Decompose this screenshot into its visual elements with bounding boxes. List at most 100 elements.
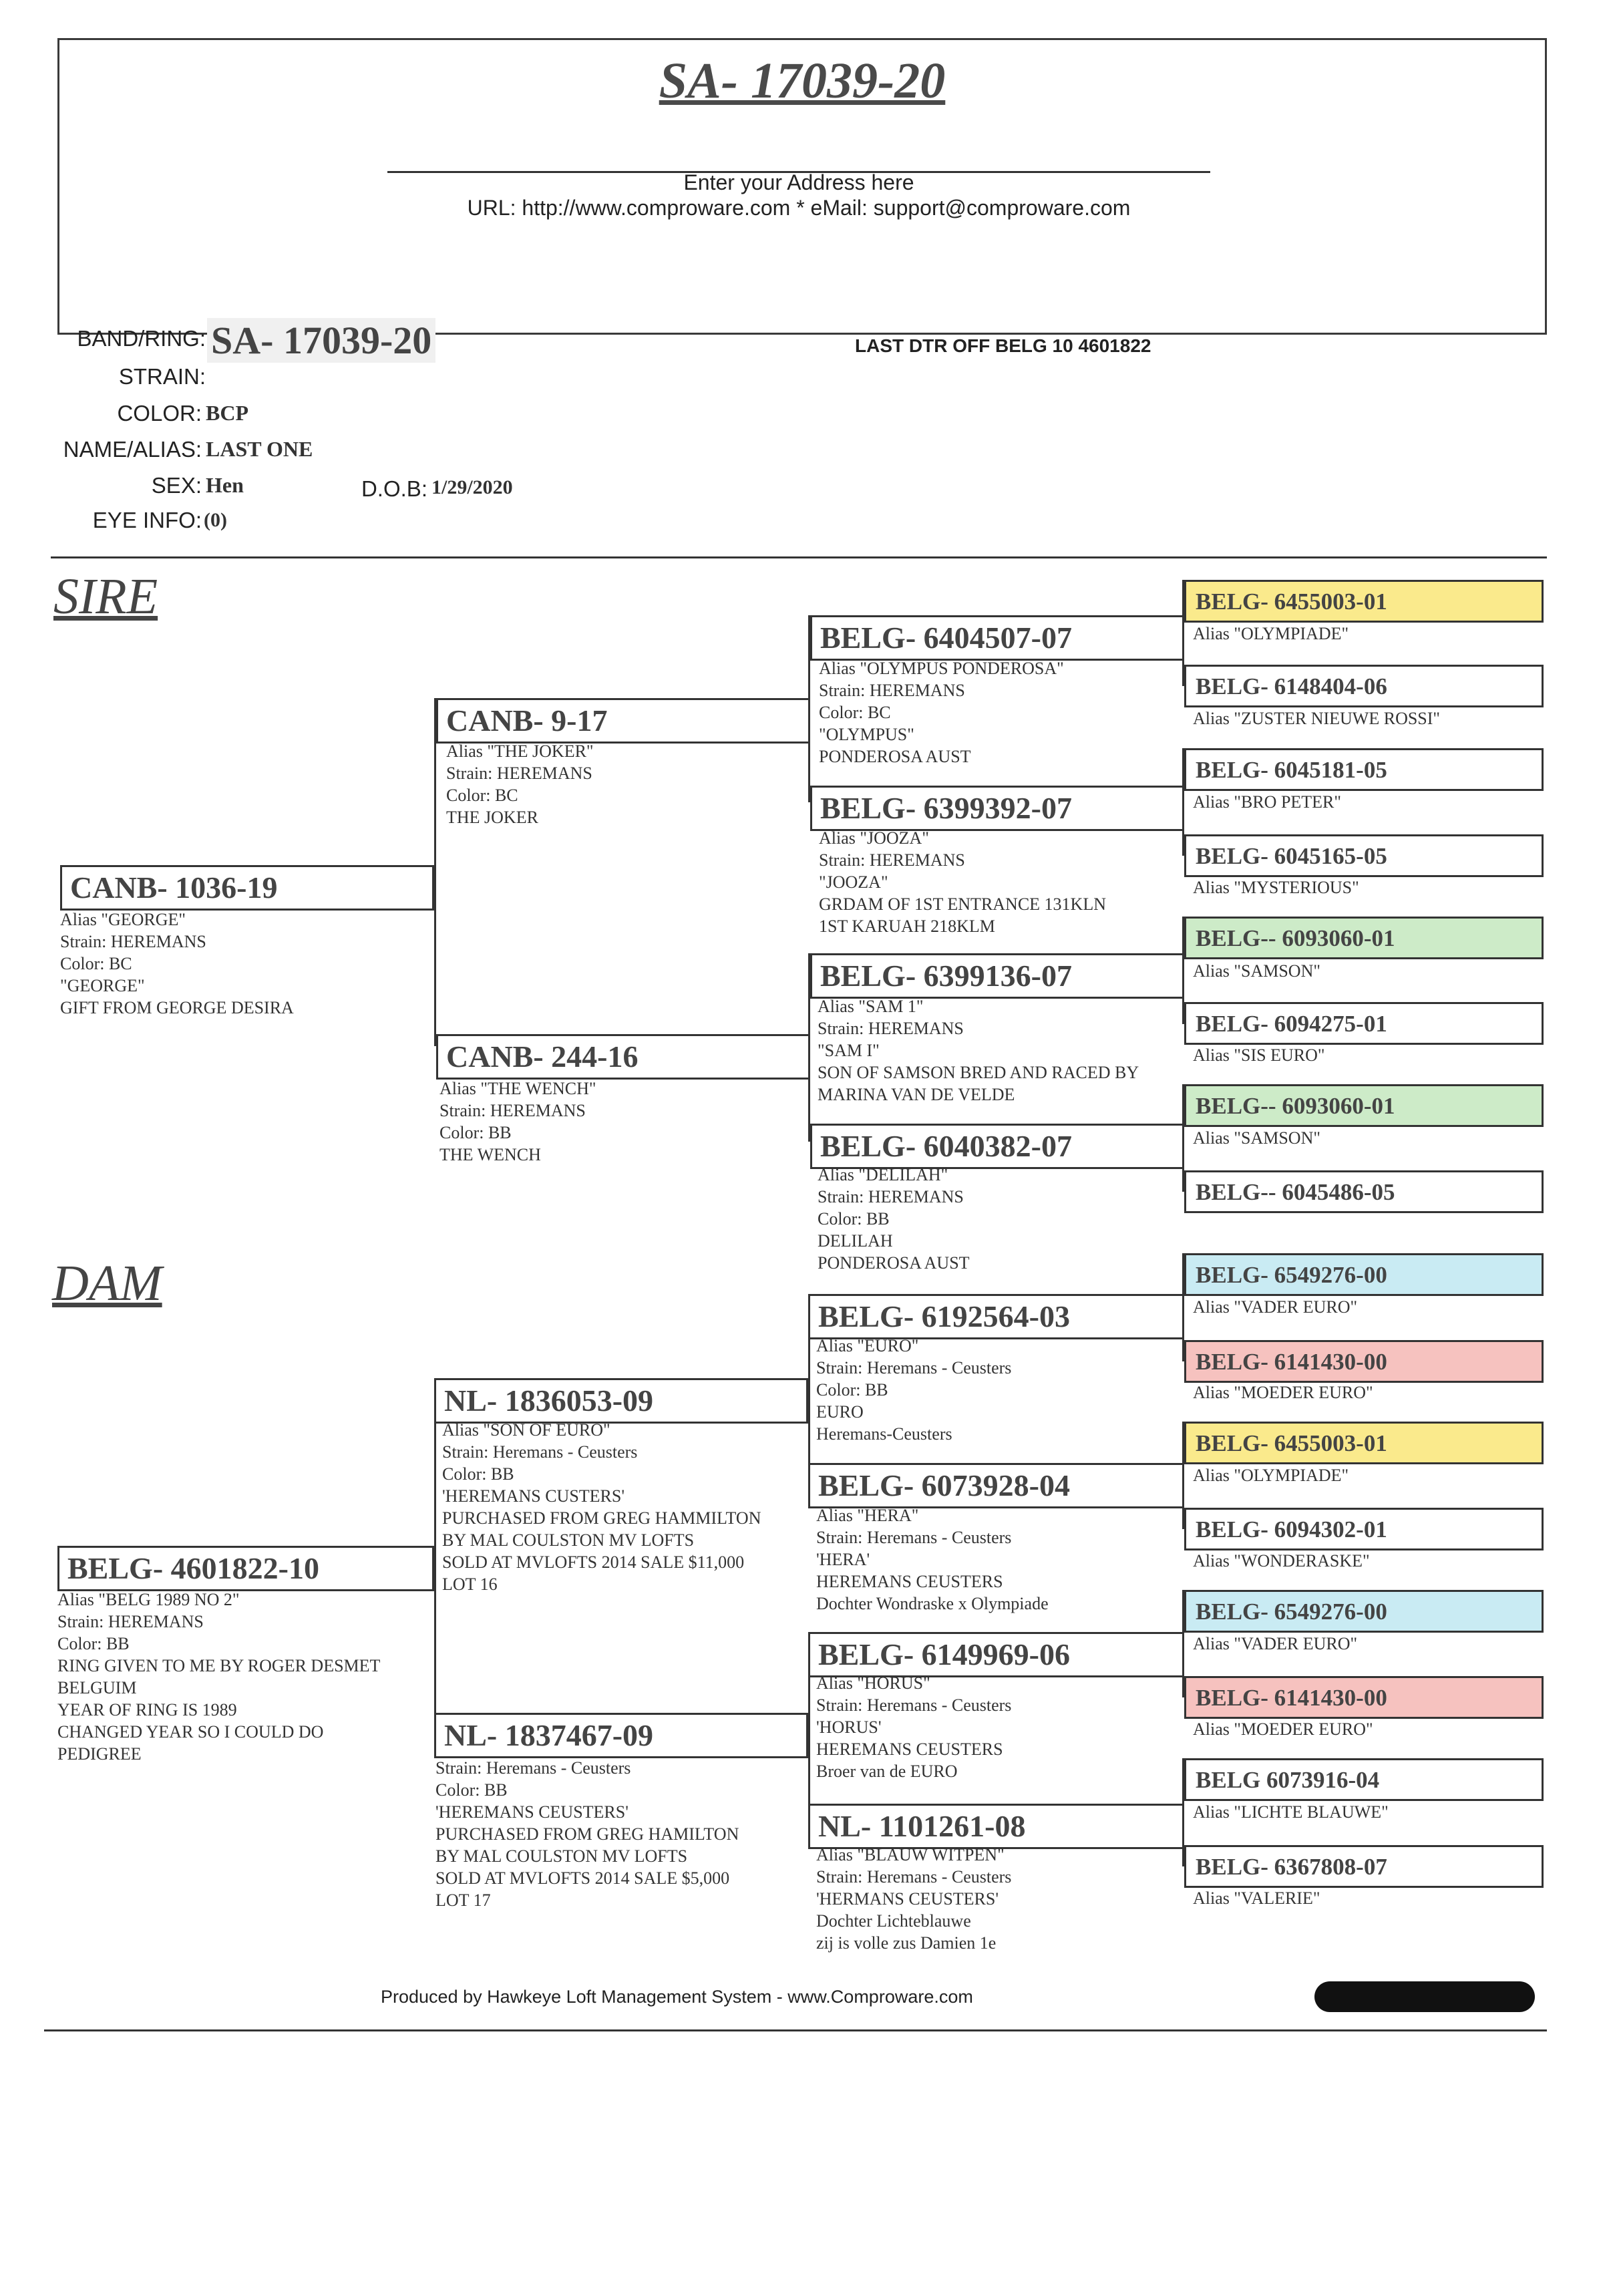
gen3-info-line: "OLYMPUS" [819, 725, 914, 744]
gen4-alias: Alias "OLYMPIADE" [1193, 1466, 1349, 1485]
connector [1182, 1422, 1184, 1529]
gen2-info-line: LOT 16 [442, 1575, 498, 1594]
gen2-info-line: PURCHASED FROM GREG HAMILTON [435, 1824, 739, 1844]
gen4-alias: Alias "BRO PETER" [1193, 792, 1342, 812]
sire-ring-box: CANB- 1036-19 [60, 865, 434, 911]
dam-info-line: Strain: HEREMANS [57, 1612, 204, 1631]
gen2-ring-box: NL- 1836053-09 [434, 1378, 808, 1424]
footer-text: Produced by Hawkeye Loft Management Syst… [381, 1987, 973, 2007]
name-label: NAME/ALIAS: [63, 437, 202, 462]
gen3-info-line: Strain: Heremans - Ceusters [816, 1528, 1012, 1547]
connector [1182, 1253, 1184, 1361]
gen3-info-line: Strain: HEREMANS [818, 1019, 964, 1038]
gen3-info-line: SON OF SAMSON BRED AND RACED BY [818, 1063, 1139, 1082]
gen4-alias: Alias "ZUSTER NIEUWE ROSSI" [1193, 709, 1441, 728]
gen3-info-line: Alias "OLYMPUS PONDEROSA" [819, 659, 1064, 678]
gen4-ring: BELG- 6549276-00 [1196, 1261, 1387, 1288]
gen2-ring: NL- 1836053-09 [444, 1383, 654, 1418]
connector [1182, 1084, 1184, 1192]
connector [808, 1632, 810, 1826]
gen4-alias: Alias "VALERIE" [1193, 1889, 1320, 1908]
page-title: SA- 17039-20 [659, 53, 946, 109]
connector [1182, 748, 1184, 856]
gen2-info-line: BY MAL COULSTON MV LOFTS [442, 1530, 695, 1550]
gen4-ring-box: BELG- 6148404-06 [1184, 665, 1544, 707]
gen3-ring: BELG- 6073928-04 [818, 1468, 1070, 1502]
gen3-info-line: Color: BB [818, 1209, 890, 1228]
gen3-info: Alias "HERA" Strain: Heremans - Ceusters… [816, 1504, 1049, 1615]
connector [1182, 580, 1184, 686]
gen3-info: Alias "EURO" Strain: Heremans - Ceusters… [816, 1335, 1011, 1445]
gen3-ring-box: BELG- 6404507-07 [810, 615, 1184, 661]
gen3-info-line: Alias "HERA" [816, 1506, 919, 1525]
dam-info-line: CHANGED YEAR SO I COULD DO [57, 1722, 324, 1742]
gen3-info-line: Dochter Wondraske x Olympiade [816, 1594, 1049, 1613]
gen4-ring: BELG- 6094302-01 [1196, 1516, 1387, 1542]
gen2-ring: CANB- 9-17 [446, 703, 608, 737]
band-label: BAND/RING: [77, 326, 206, 351]
gen4-ring: BELG 6073916-04 [1196, 1766, 1380, 1793]
gen3-info-line: Strain: Heremans - Ceusters [816, 1358, 1012, 1377]
sire-label: SIRE [53, 568, 158, 625]
connector [434, 698, 436, 1046]
gen2-info-line: Color: BB [442, 1464, 514, 1484]
gen4-ring: BELG- 6141430-00 [1196, 1348, 1387, 1375]
gen4-alias: Alias "SAMSON" [1193, 961, 1320, 981]
gen3-info-line: MARINA VAN DE VELDE [818, 1085, 1015, 1104]
gen3-info-line: Alias "JOOZA" [819, 828, 929, 848]
gen4-ring: BELG- 6455003-01 [1196, 1430, 1387, 1456]
gen4-ring-box: BELG 6073916-04 [1184, 1758, 1544, 1801]
gen3-info-line: Strain: Heremans - Ceusters [816, 1695, 1012, 1715]
gen3-info-line: HEREMANS CEUSTERS [816, 1740, 1003, 1759]
gen3-info-line: 'HERMANS CEUSTERS' [816, 1889, 999, 1909]
gen4-ring: BELG- 6094275-01 [1196, 1010, 1387, 1037]
gen3-info-line: Strain: Heremans - Ceusters [816, 1867, 1012, 1887]
gen4-ring-box: BELG- 6045181-05 [1184, 748, 1544, 791]
gen3-ring: BELG- 6192564-03 [818, 1299, 1070, 1333]
dam-ring: BELG- 4601822-10 [67, 1551, 319, 1585]
gen3-info-line: Broer van de EURO [816, 1762, 958, 1781]
sire-info-line: "GEORGE" [60, 976, 145, 995]
eye-label: EYE INFO: [92, 508, 202, 532]
gen2-info: Alias "THE WENCH" Strain: HEREMANS Color… [439, 1078, 596, 1166]
gen3-info-line: Strain: HEREMANS [819, 681, 965, 700]
gen2-info-line: SOLD AT MVLOFTS 2014 SALE $11,000 [442, 1552, 745, 1572]
gen4-alias: Alias "VADER EURO" [1193, 1297, 1358, 1317]
gen3-info: Alias "SAM 1" Strain: HEREMANS "SAM I" S… [818, 995, 1139, 1106]
gen3-info-line: Strain: HEREMANS [818, 1187, 964, 1206]
gen3-info-line: PONDEROSA AUST [818, 1253, 970, 1273]
dam-info-line: PEDIGREE [57, 1744, 142, 1764]
pedigree-top-rule [51, 556, 1547, 558]
gen3-info-line: Color: BB [816, 1380, 888, 1400]
dob-value: 1/29/2020 [431, 476, 513, 498]
gen3-info-line: DELILAH [818, 1231, 893, 1251]
redacted-mark [1314, 1981, 1535, 2012]
gen4-ring: BELG- 6549276-00 [1196, 1598, 1387, 1625]
sire-info-line: Color: BC [60, 954, 132, 973]
gen4-ring-box: BELG-- 6045486-05 [1184, 1170, 1544, 1213]
gen4-ring: BELG- 6455003-01 [1196, 588, 1387, 615]
gen3-info-line: 'HERA' [816, 1550, 870, 1569]
gen2-info-line: THE WENCH [439, 1145, 541, 1164]
gen3-info-line: Dochter Lichteblauwe [816, 1911, 971, 1931]
gen3-info-line: Alias "BLAUW WITPEN" [816, 1845, 1005, 1864]
gen2-info-line: Alias "SON OF EURO" [442, 1420, 610, 1440]
gen4-alias: Alias "MOEDER EURO" [1193, 1383, 1373, 1402]
dam-info-line: RING GIVEN TO ME BY ROGER DESMET [57, 1656, 381, 1675]
sex-label: SEX: [151, 473, 202, 498]
gen4-ring-box: BELG- 6455003-01 [1184, 580, 1544, 623]
connector [808, 953, 810, 1142]
gen4-ring-box: BELG-- 6093060-01 [1184, 917, 1544, 959]
gen2-ring-box: CANB- 244-16 [436, 1034, 810, 1080]
dam-ring-box: BELG- 4601822-10 [57, 1546, 434, 1591]
gen2-ring: NL- 1837467-09 [444, 1718, 654, 1752]
gen3-info-line: PONDEROSA AUST [819, 747, 971, 766]
sire-info-line: GIFT FROM GEORGE DESIRA [60, 998, 294, 1017]
gen2-info-line: Strain: Heremans - Ceusters [435, 1758, 631, 1778]
dob-label: D.O.B: [361, 476, 427, 501]
gen4-alias: Alias "SAMSON" [1193, 1128, 1320, 1148]
gen3-info: Alias "JOOZA" Strain: HEREMANS "JOOZA" G… [819, 827, 1106, 937]
gen2-info-line: Color: BC [446, 786, 518, 805]
gen4-ring: BELG-- 6045486-05 [1196, 1178, 1395, 1205]
gen3-info: Alias "BLAUW WITPEN" Strain: Heremans - … [816, 1844, 1011, 1954]
